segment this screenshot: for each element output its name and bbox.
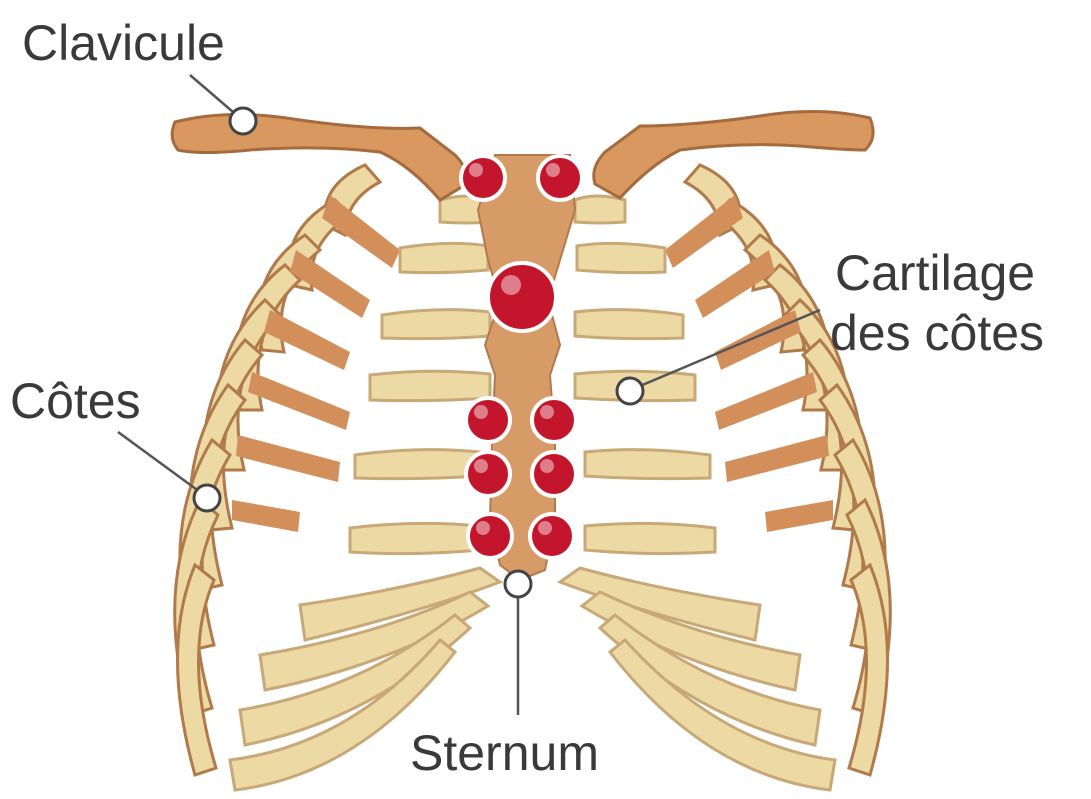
clavicle-pin-icon bbox=[230, 108, 256, 134]
label-sternum: Sternum bbox=[410, 725, 599, 781]
label-cartilage-line1: Cartilage bbox=[835, 245, 1035, 301]
sternum-callout bbox=[505, 571, 531, 715]
sternum-pin-icon bbox=[505, 571, 531, 597]
label-clavicle: Clavicule bbox=[22, 15, 225, 71]
cartilage-pin-icon bbox=[617, 378, 643, 404]
label-cartilage-line2: des côtes bbox=[830, 305, 1044, 361]
lower-cartilage-right bbox=[560, 568, 835, 790]
label-ribs: Côtes bbox=[10, 373, 141, 429]
ribs-pin-icon bbox=[194, 485, 220, 511]
